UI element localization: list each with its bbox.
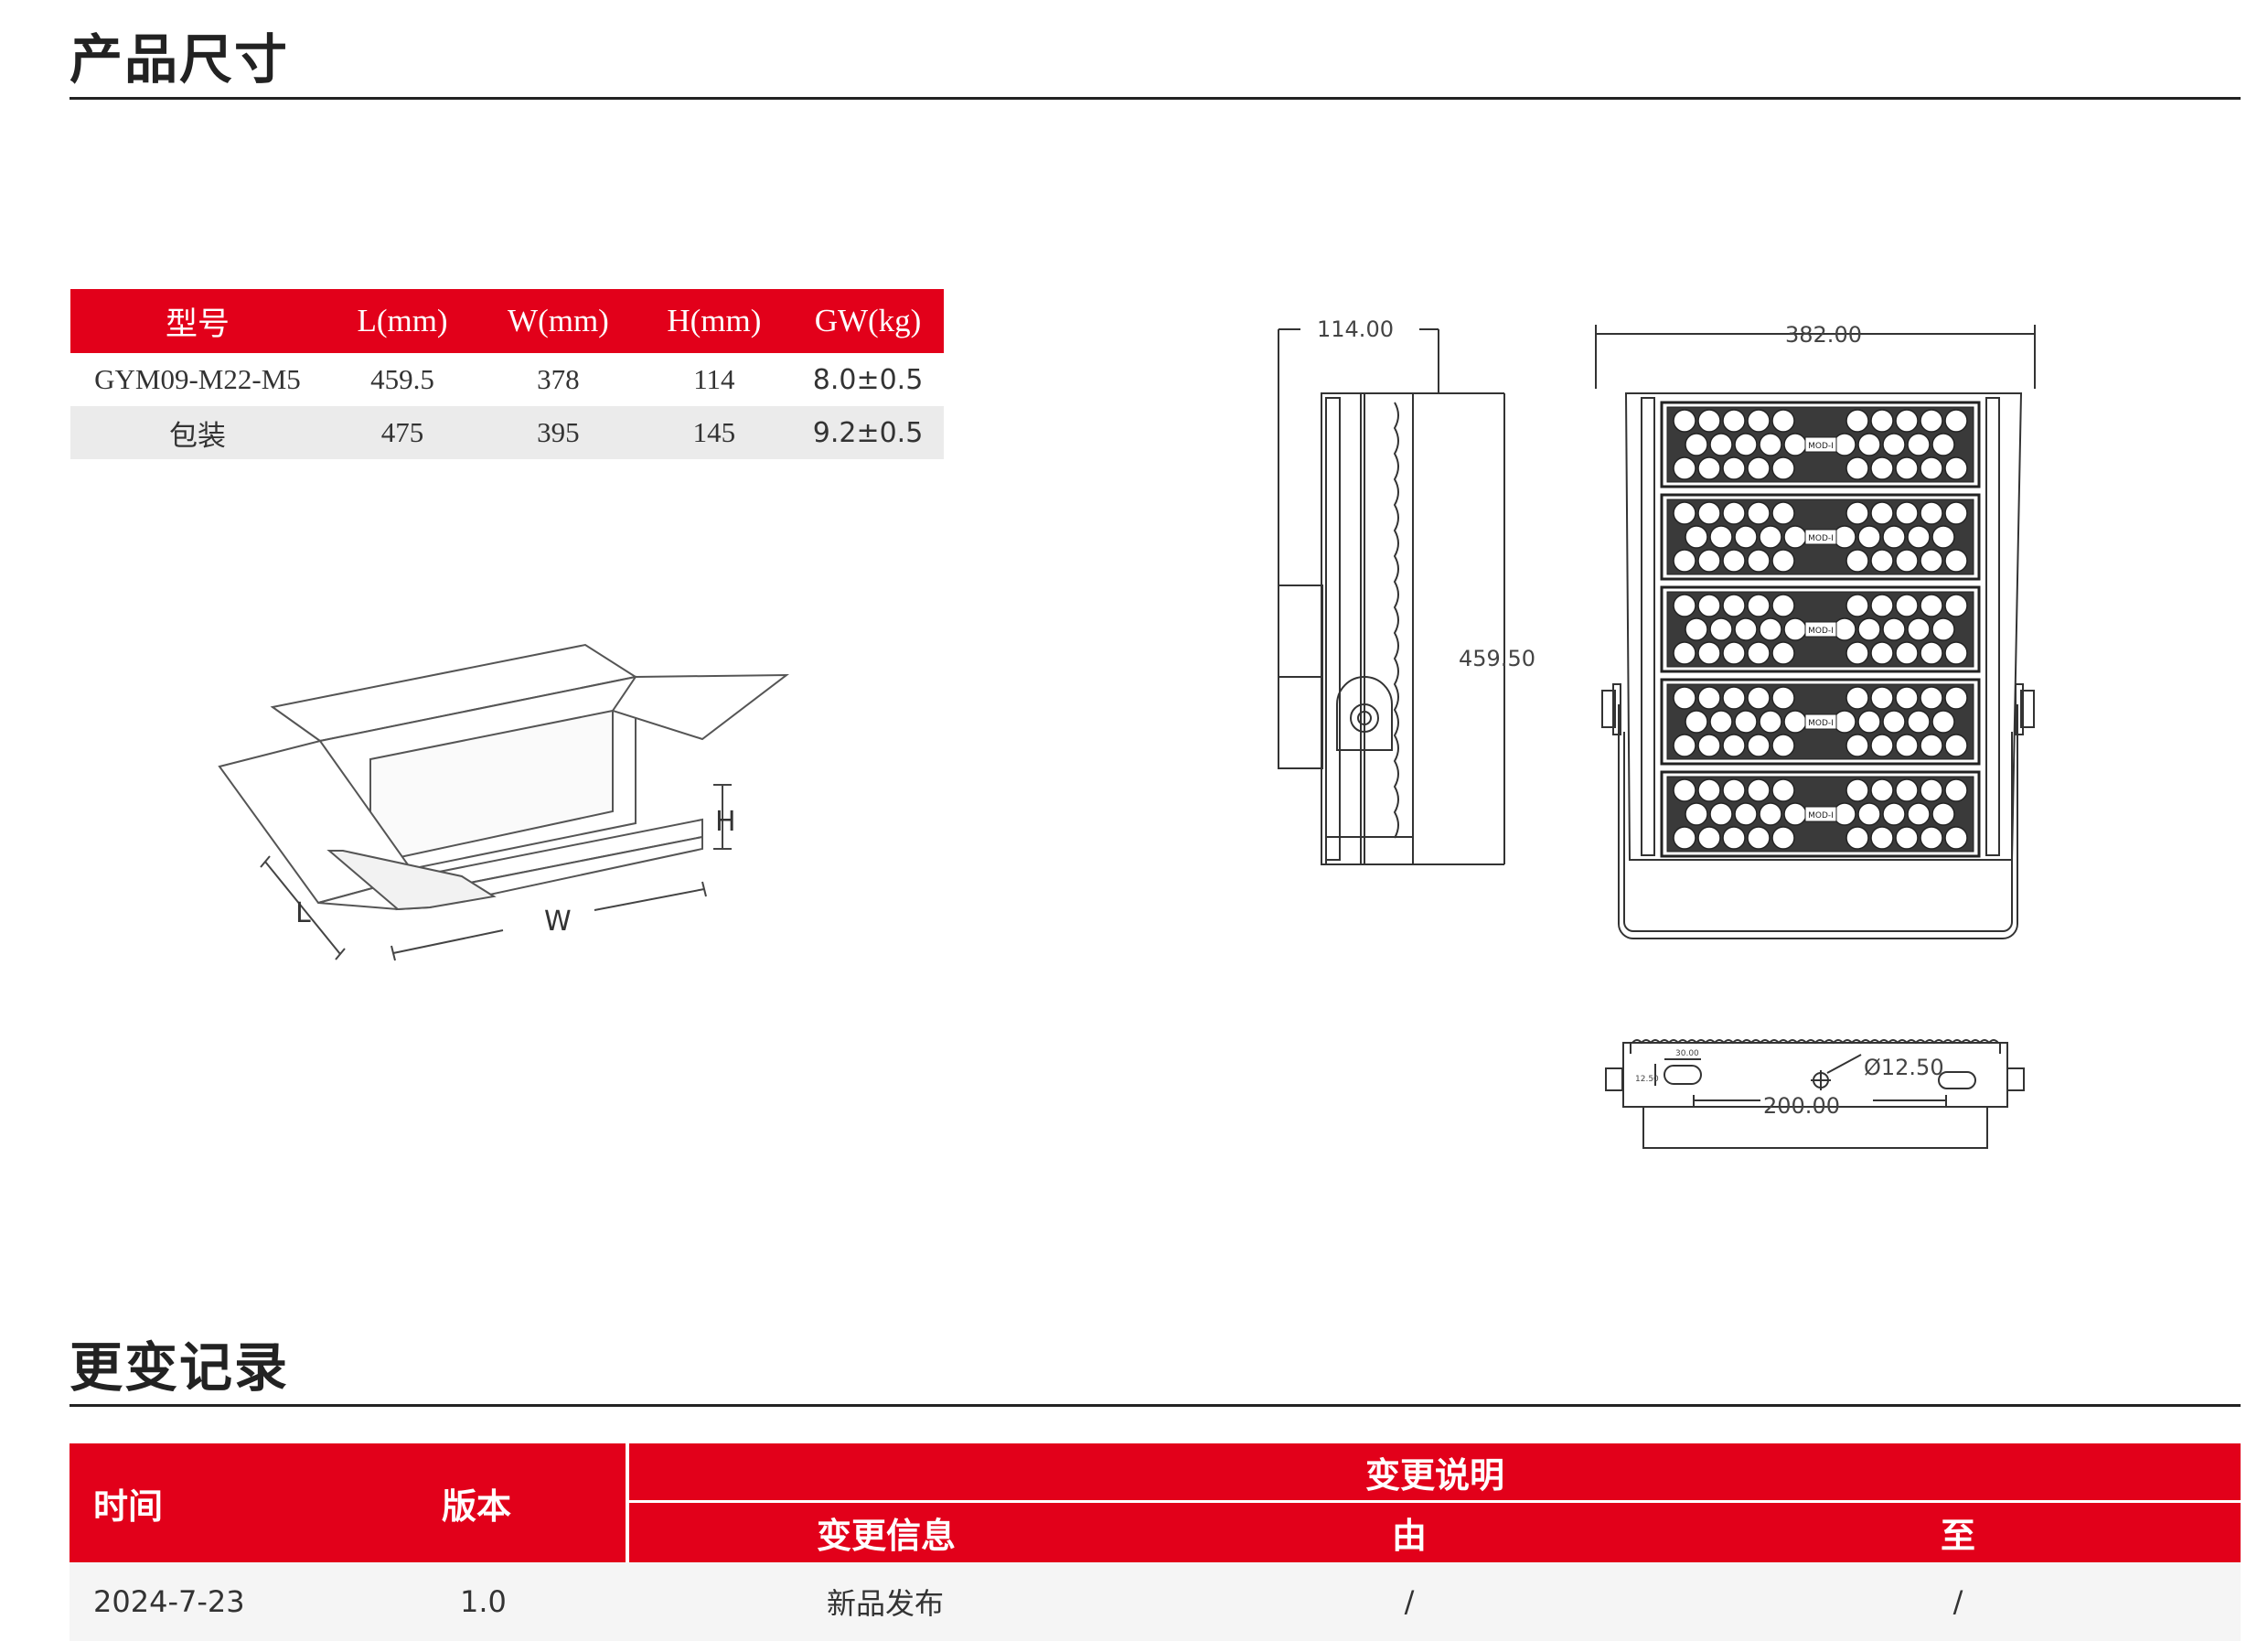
led-module-array: MOD-I MOD-I MOD-I MOD-I MOD-I [1660, 401, 1981, 858]
dim-slot-height: 12.50 [1635, 1075, 1659, 1084]
led-module-label: MOD-I [1808, 442, 1834, 451]
changelog-header-version: 版本 [442, 1443, 629, 1562]
spec-cell-height: 145 [636, 406, 793, 459]
changelog-table: 时间 版本 变更说明 变更信息 由 至 2024-7-23 1.0 新品发布 /… [70, 1443, 2241, 1641]
dim-width: 382.00 [1785, 322, 1862, 348]
changelog-row: 2024-7-23 1.0 新品发布 / / [70, 1562, 2241, 1641]
spec-cell-model: 包装 [70, 406, 325, 459]
spec-row-package: 包装 475 395 145 9.2±0.5 [70, 406, 944, 459]
led-module-label: MOD-I [1808, 811, 1834, 820]
title-divider [70, 97, 2241, 100]
spec-cell-width: 378 [537, 363, 580, 395]
spec-cell-weight: 8.0±0.5 [812, 363, 924, 396]
led-module-label: MOD-I [1808, 534, 1834, 543]
spec-header-width: W(mm) [480, 289, 637, 353]
changelog-header-row-1: 时间 版本 变更说明 [70, 1443, 2241, 1562]
spec-header-model: 型号 [70, 289, 325, 353]
led-module-label: MOD-I [1808, 627, 1834, 636]
front-view [1595, 325, 2036, 939]
changelog-header-to: 至 [1675, 1501, 2241, 1562]
changelog-header-time: 时间 [70, 1443, 442, 1562]
changelog-cell-to: / [1675, 1562, 2241, 1641]
spec-header-weight: GW(kg) [792, 289, 944, 353]
spec-header-length: L(mm) [324, 289, 481, 353]
spec-row-product: GYM09-M22-M5 459.5 378 114 8.0±0.5 [70, 353, 944, 406]
dim-hole-diameter: Ø12.50 [1864, 1055, 1944, 1080]
w-dimension-line-left [392, 929, 504, 954]
spec-table: 型号 L(mm) W(mm) H(mm) GW(kg) GYM09-M22-M5… [70, 289, 944, 459]
changelog-cell-version: 1.0 [442, 1562, 627, 1641]
box-right-flap [611, 673, 790, 741]
spec-header-row: 型号 L(mm) W(mm) H(mm) GW(kg) [70, 289, 944, 353]
led-module: MOD-I [1660, 401, 1981, 488]
led-module: MOD-I [1660, 770, 1981, 858]
dim-height: 459.50 [1459, 646, 1535, 671]
changelog-title: 更变记录 [70, 1336, 290, 1399]
spec-cell-width: 395 [480, 406, 637, 459]
led-module: MOD-I [1660, 678, 1981, 766]
led-module: MOD-I [1660, 585, 1981, 673]
box-label-w: W [544, 906, 572, 938]
dimensions-title: 产品尺寸 [70, 28, 290, 91]
box-diagram: H L W [218, 643, 790, 961]
side-view [1278, 328, 1505, 865]
spec-cell-length: 475 [324, 406, 481, 459]
dim-bracket-spacing: 200.00 [1763, 1093, 1840, 1119]
w-dimension-line-right [594, 888, 705, 911]
changelog-divider [70, 1404, 2241, 1407]
changelog-header-change-desc: 变更说明 [627, 1443, 2241, 1503]
spec-cell-length: 459.5 [370, 363, 434, 395]
spec-cell-height: 114 [693, 363, 735, 395]
box-front-wall [326, 850, 497, 911]
changelog-cell-from: / [1143, 1562, 1675, 1641]
box-label-l: L [295, 897, 311, 929]
dim-slot-width: 30.00 [1675, 1049, 1699, 1058]
changelog-header-change-info: 变更信息 [627, 1501, 1143, 1562]
changelog-cell-info: 新品发布 [627, 1562, 1143, 1641]
box-label-h: H [715, 806, 736, 838]
led-module: MOD-I [1660, 493, 1981, 581]
spec-header-height: H(mm) [636, 289, 793, 353]
changelog-header-from: 由 [1143, 1501, 1675, 1562]
bottom-view [1605, 1039, 2025, 1149]
led-module-label: MOD-I [1808, 719, 1834, 728]
changelog-cell-time: 2024-7-23 [70, 1562, 442, 1641]
l-dimension-line [264, 861, 341, 955]
spec-cell-weight: 9.2±0.5 [792, 406, 944, 459]
spec-cell-model: GYM09-M22-M5 [94, 363, 301, 395]
dim-side-depth: 114.00 [1317, 316, 1394, 342]
changelog-header-row-2: 变更信息 由 至 [70, 1501, 2241, 1562]
